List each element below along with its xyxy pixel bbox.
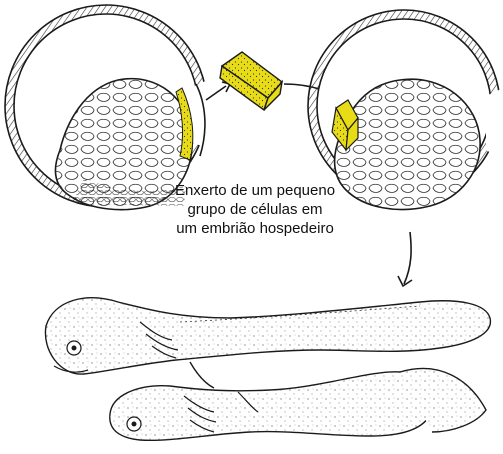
caption-line-3: um embrião hospedeiro — [150, 219, 360, 238]
conjoined-larvae — [45, 298, 490, 440]
down-arrow-icon — [398, 232, 412, 286]
grafted-cell-block-icon — [220, 52, 282, 110]
donor-embryo — [5, 5, 212, 210]
upper-larva-limb — [190, 362, 214, 388]
caption: Enxerto de um pequeno grupo de células e… — [150, 181, 360, 238]
caption-line-1: Enxerto de um pequeno — [150, 181, 360, 200]
host-embryo — [308, 10, 503, 209]
caption-line-2: grupo de células em — [150, 200, 360, 219]
